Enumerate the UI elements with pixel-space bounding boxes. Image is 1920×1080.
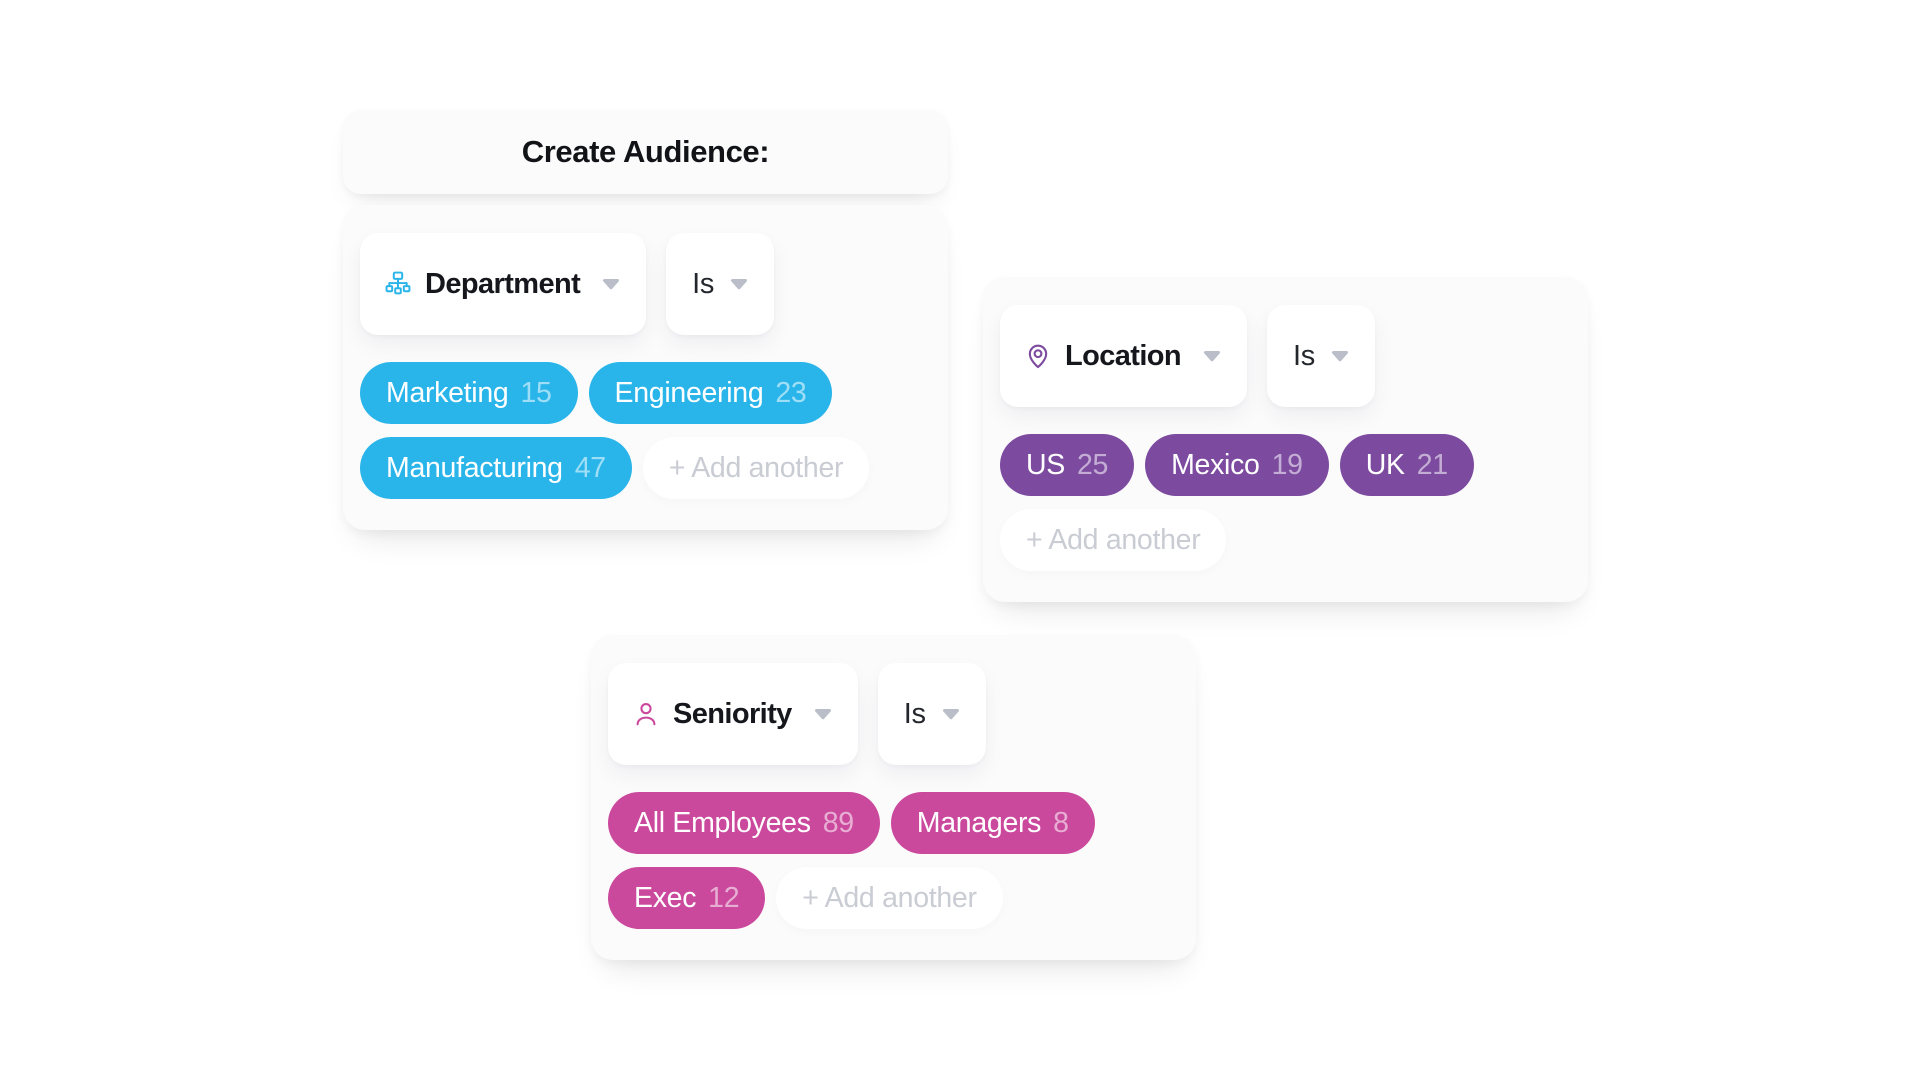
chip-uk[interactable]: UK 21 xyxy=(1339,434,1474,496)
chip-list: US 25 Mexico 19 UK 21 + Add another xyxy=(1000,434,1571,571)
field-selector-seniority[interactable]: Seniority xyxy=(608,663,858,765)
chip-count: 8 xyxy=(1053,806,1069,839)
chip-count: 15 xyxy=(520,376,552,409)
chip-count: 47 xyxy=(574,451,606,484)
operator-label: Is xyxy=(903,697,926,730)
chevron-down-icon xyxy=(942,708,960,720)
chevron-down-icon xyxy=(602,278,620,290)
create-audience-header: Create Audience: xyxy=(343,110,948,194)
field-selector-location[interactable]: Location xyxy=(1000,305,1248,407)
person-icon xyxy=(632,700,660,728)
filter-card-department: Department Is Marketing 15 Engineering 2… xyxy=(343,205,948,530)
org-chart-icon xyxy=(384,270,412,298)
chevron-down-icon xyxy=(1331,350,1349,362)
operator-selector[interactable]: Is xyxy=(1267,305,1375,407)
map-pin-icon xyxy=(1024,342,1052,370)
filter-controls: Seniority Is xyxy=(608,663,1179,765)
add-another-button[interactable]: + Add another xyxy=(1000,509,1227,571)
operator-selector[interactable]: Is xyxy=(666,233,775,335)
field-label: Seniority xyxy=(673,697,792,730)
chip-count: 23 xyxy=(775,376,807,409)
filter-card-location: Location Is US 25 Mexico 19 xyxy=(983,277,1588,602)
field-label: Location xyxy=(1065,339,1182,372)
chevron-down-icon xyxy=(814,708,832,720)
chip-list: All Employees 89 Managers 8 Exec 12 + Ad… xyxy=(608,792,1179,929)
chip-count: 21 xyxy=(1416,448,1448,481)
add-another-button[interactable]: + Add another xyxy=(642,437,870,499)
chip-all-employees[interactable]: All Employees 89 xyxy=(608,792,880,854)
chip-count: 89 xyxy=(822,806,854,839)
chip-count: 12 xyxy=(708,881,740,914)
chip-count: 25 xyxy=(1077,448,1109,481)
add-another-button[interactable]: + Add another xyxy=(776,867,1003,929)
chip-engineering[interactable]: Engineering 23 xyxy=(588,362,833,424)
field-label: Department xyxy=(425,267,581,300)
page-title: Create Audience: xyxy=(521,134,770,169)
chip-mexico[interactable]: Mexico 19 xyxy=(1145,434,1329,496)
filter-controls: Department Is xyxy=(360,233,931,335)
filter-card-seniority: Seniority Is All Employees 89 Managers 8 xyxy=(591,635,1196,960)
chip-marketing[interactable]: Marketing 15 xyxy=(360,362,578,424)
field-selector-department[interactable]: Department xyxy=(360,233,647,335)
chevron-down-icon xyxy=(730,278,748,290)
chip-list: Marketing 15 Engineering 23 Manufacturin… xyxy=(360,362,931,499)
chip-managers[interactable]: Managers 8 xyxy=(890,792,1095,854)
chip-manufacturing[interactable]: Manufacturing 47 xyxy=(360,437,632,499)
chevron-down-icon xyxy=(1203,350,1221,362)
operator-label: Is xyxy=(692,267,715,300)
operator-selector[interactable]: Is xyxy=(877,663,986,765)
filter-controls: Location Is xyxy=(1000,305,1571,407)
chip-exec[interactable]: Exec 12 xyxy=(608,867,766,929)
chip-us[interactable]: US 25 xyxy=(1000,434,1135,496)
operator-label: Is xyxy=(1293,339,1315,372)
chip-count: 19 xyxy=(1271,448,1303,481)
